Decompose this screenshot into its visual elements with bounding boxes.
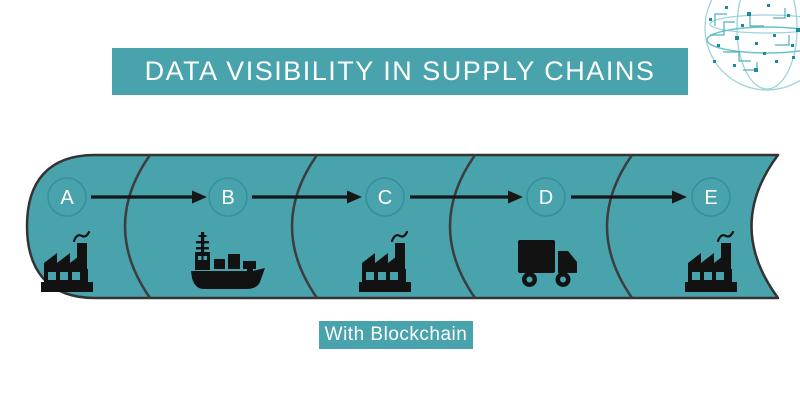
tube-segment-seams [123, 154, 634, 299]
arrow-d-to-e [571, 190, 687, 204]
title-banner: DATA VISIBILITY IN SUPPLY CHAINS [112, 48, 688, 95]
arrow-c-to-d [410, 190, 523, 204]
node-d: D [526, 177, 566, 217]
node-c-label: C [378, 187, 392, 209]
globe-circuit-traces [710, 8, 790, 71]
node-b: B [208, 177, 248, 217]
node-e-label: E [704, 187, 717, 209]
node-a: A [47, 177, 87, 217]
globe-equator-line [706, 26, 800, 54]
node-c: C [365, 177, 405, 217]
page-title: DATA VISIBILITY IN SUPPLY CHAINS [144, 56, 656, 86]
footer-banner: With Blockchain [319, 321, 473, 349]
arrow-b-to-c [252, 190, 362, 204]
node-b-label: B [221, 187, 234, 209]
node-d-label: D [539, 187, 553, 209]
globe-circuit-dots [709, 4, 800, 72]
pipeline-nodes: A B C D E [47, 177, 731, 217]
flow-arrows [91, 190, 687, 204]
footer-label-text: With Blockchain [324, 324, 468, 345]
arrow-a-to-b [91, 190, 207, 204]
node-e: E [691, 177, 731, 217]
node-a-label: A [60, 187, 74, 209]
supply-chain-tube: A B C D E [25, 153, 780, 300]
circuit-network-globe-icon [704, 0, 800, 91]
